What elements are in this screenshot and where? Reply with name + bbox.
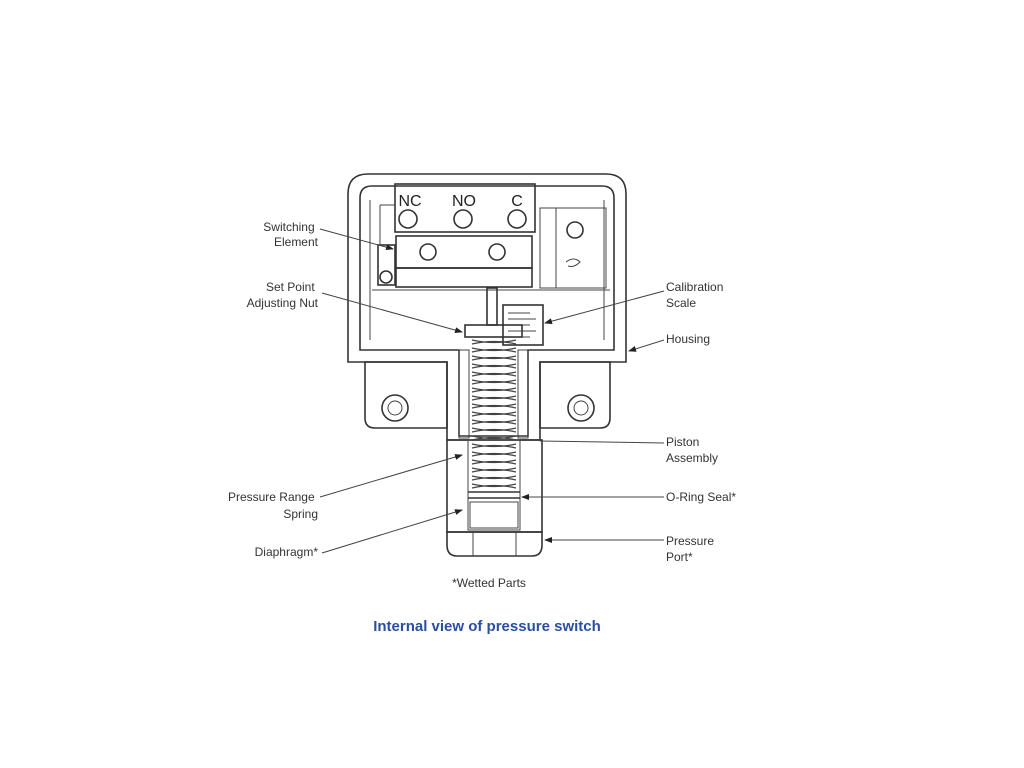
label-piston-assembly: Piston Assembly <box>666 435 718 465</box>
spring-coil <box>471 387 517 393</box>
spring-coil <box>471 451 517 457</box>
spring-coil <box>471 347 517 353</box>
label-switching-element: Switching Element <box>263 220 318 249</box>
spring-coil <box>471 371 517 377</box>
port-nut <box>446 531 543 557</box>
label-calibration-scale: Calibration Scale <box>666 280 727 310</box>
plunger-stem <box>486 287 498 326</box>
mounting-flange <box>364 361 611 429</box>
spring-coil <box>471 411 517 417</box>
label-diaphragm: Diaphragm* <box>255 545 319 559</box>
spring-coil <box>471 339 517 345</box>
terminal-nc: NC <box>398 193 422 229</box>
spring-coil <box>471 467 517 473</box>
diaphragm <box>469 501 519 529</box>
calibration-bracket <box>539 207 607 289</box>
terminal-nc-label: NC <box>398 193 421 210</box>
spring-coil <box>471 395 517 401</box>
terminal-c: C <box>507 193 527 229</box>
spring-coil <box>471 443 517 449</box>
set-point-adjusting-nut <box>464 324 523 338</box>
spring-coil <box>471 379 517 385</box>
spring-coil <box>471 435 517 441</box>
spring-coil <box>471 419 517 425</box>
spring-coil <box>471 355 517 361</box>
footnote-wetted-parts: *Wetted Parts <box>452 576 526 590</box>
terminal-c-label: C <box>511 193 523 210</box>
spring-coil <box>471 363 517 369</box>
label-set-point-adjusting-nut: Set Point Adjusting Nut <box>247 280 319 310</box>
mounting-hole-right <box>567 394 595 422</box>
spring-coils <box>471 339 517 489</box>
label-o-ring-seal: O-Ring Seal* <box>666 490 736 504</box>
spring-coil <box>471 459 517 465</box>
pressure-port-body <box>446 439 543 557</box>
label-pressure-range-spring: Pressure Range Spring <box>228 490 318 521</box>
switching-element <box>372 183 610 291</box>
label-housing: Housing <box>666 332 710 346</box>
leader-lines <box>319 228 665 554</box>
label-pressure-port: Pressure Port* <box>666 534 717 564</box>
spring-coil <box>471 475 517 481</box>
figure-caption: Internal view of pressure switch <box>373 618 601 635</box>
terminal-no-label: NO <box>452 193 476 210</box>
spring-coil <box>471 427 517 433</box>
spring-coil <box>471 403 517 409</box>
terminal-no: NO <box>452 193 476 229</box>
mounting-hole-left <box>381 394 409 422</box>
spring-coil <box>471 483 517 489</box>
